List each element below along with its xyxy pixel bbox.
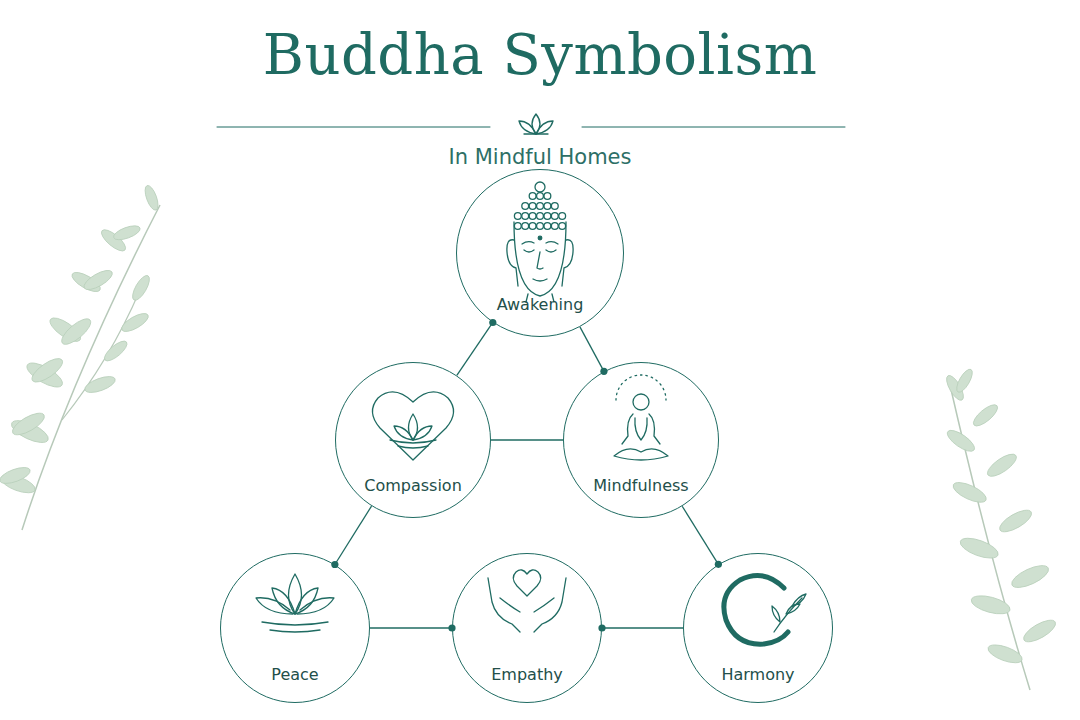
- lotus-water-icon: [256, 574, 334, 632]
- enso-icon: [724, 576, 806, 645]
- node-label: Compassion: [364, 476, 462, 495]
- symbol-circle: Harmony: [683, 553, 833, 703]
- connector: [331, 506, 371, 568]
- connector: [457, 319, 497, 376]
- lotus-ornament: [519, 114, 553, 134]
- connector: [370, 624, 456, 631]
- hands-heart-icon: [488, 570, 566, 632]
- connector: [682, 506, 722, 568]
- symbol-circle: Mindfulness: [563, 362, 719, 518]
- node-label: Mindfulness: [593, 476, 688, 495]
- meditation-icon: [614, 375, 668, 460]
- symbol-circle: Empathy: [452, 553, 602, 703]
- node-label: Harmony: [721, 665, 794, 684]
- node-label: Awakening: [497, 295, 584, 314]
- subtitle: In Mindful Homes: [0, 145, 1080, 169]
- symbol-circle: Peace: [220, 553, 370, 703]
- title: Buddha Symbolism: [0, 22, 1080, 87]
- connector: [491, 440, 563, 441]
- connector: [598, 624, 683, 631]
- leaf-branch: [0, 184, 1059, 690]
- node-label: Peace: [271, 665, 318, 684]
- connector: [580, 327, 608, 375]
- symbol-circle: Compassion: [335, 362, 491, 518]
- buddha-head-icon: [507, 182, 573, 302]
- symbol-circle: Awakening: [456, 169, 624, 337]
- node-label: Empathy: [491, 665, 563, 684]
- heart-lotus-icon: [372, 392, 453, 460]
